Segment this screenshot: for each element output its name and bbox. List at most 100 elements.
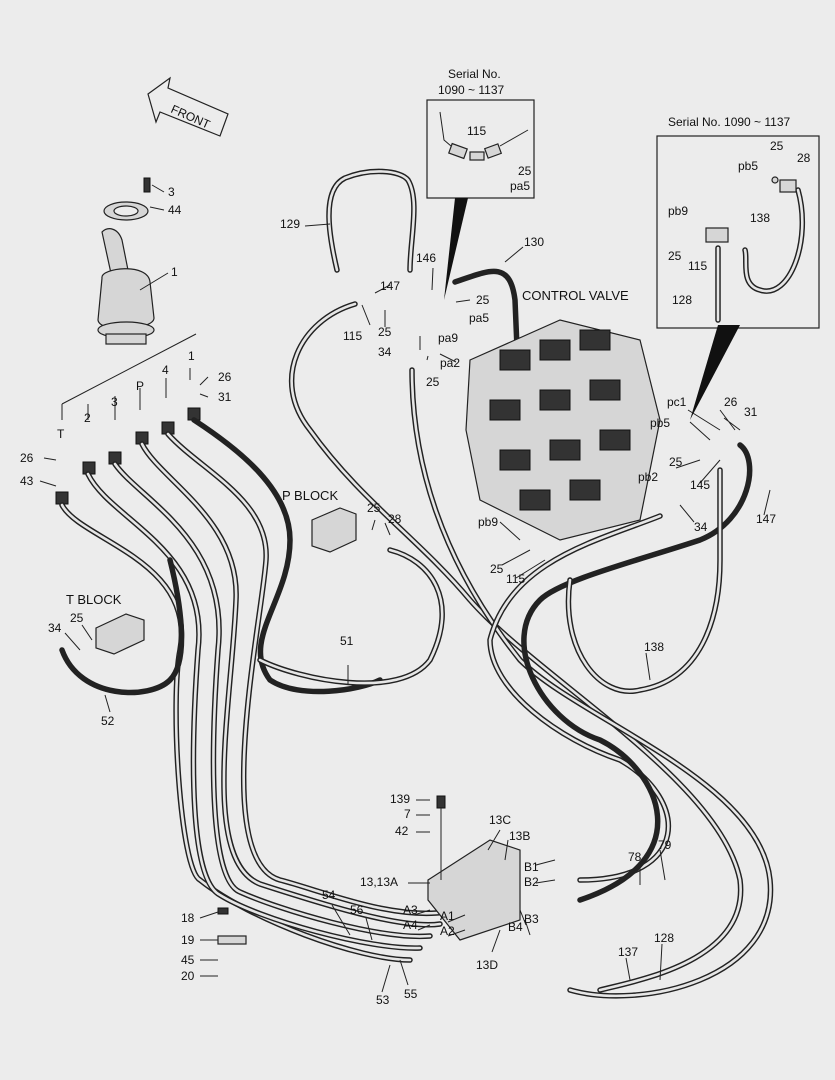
callout-51: 51 [340,634,354,648]
port-label-t: T [57,427,65,441]
callout-labels: 3 44 1 129 146 130 147 25 pa5 115 25 pa9… [20,185,776,1007]
port-label-p: P [136,379,144,393]
callout-13-13a: 13,13A [360,875,398,889]
callout-147a: 147 [380,279,400,293]
callout-b1: B1 [524,860,539,874]
port-label-2: 2 [84,411,91,425]
callout-34a: 34 [378,345,392,359]
callout-pb5: pb5 [650,416,670,430]
callout-18: 18 [181,911,195,925]
callout-7: 7 [404,807,411,821]
callout-115a: 115 [343,329,362,343]
inset-1-label-pa5: pa5 [510,179,530,193]
callout-31b: 31 [744,405,758,419]
callout-1: 1 [171,265,178,279]
callout-52: 52 [101,714,115,728]
callout-pa5: pa5 [469,311,489,325]
callout-19: 19 [181,933,195,947]
inset-1-title-line-2: 1090 ~ 1137 [438,83,505,97]
callout-137: 137 [618,945,638,959]
callout-128: 128 [654,931,674,945]
inset-1-label-25: 25 [518,164,532,178]
callout-25g: 25 [70,611,84,625]
callout-139: 139 [390,792,410,806]
callout-56: 56 [350,903,364,917]
joystick-lever [97,177,155,345]
callout-138: 138 [644,640,664,654]
callout-25f: 25 [367,501,381,515]
callout-a3: A3 [403,903,418,917]
callout-79: 79 [658,838,672,852]
inset-2-label-25a: 25 [770,139,784,153]
callout-26c: 26 [724,395,738,409]
callout-13b: 13B [509,829,530,843]
solenoid-block [217,795,521,945]
p-block-heading: P BLOCK [282,488,338,503]
callout-28: 28 [388,512,402,526]
callout-20: 20 [181,969,195,983]
callout-pc1: pc1 [667,395,687,409]
callout-b2: B2 [524,875,539,889]
callout-13c: 13C [489,813,511,827]
callout-78: 78 [628,850,642,864]
inset-2-label-28: 28 [797,151,811,165]
callout-pb9: pb9 [478,515,498,529]
front-arrow: FRONT [147,76,229,137]
callout-b3: B3 [524,912,539,926]
callout-b4: B4 [508,920,523,934]
inset-box-1: Serial No. 1090 ~ 1137 115 25 pa5 [426,67,535,300]
callout-25d: 25 [669,455,683,469]
callout-130: 130 [524,235,544,249]
t-block: T BLOCK [66,592,145,655]
callout-43: 43 [20,474,34,488]
port-rail: T 2 3 P 4 1 [57,333,197,441]
callout-a1: A1 [440,909,455,923]
callout-a4: A4 [403,918,418,932]
inset-2-label-115: 115 [688,259,707,273]
inset-2-label-25b: 25 [668,249,682,263]
leader-lines [39,184,771,993]
callout-44: 44 [168,203,182,217]
callout-pa2: pa2 [440,356,460,370]
callout-25b: 25 [378,325,392,339]
callout-129: 129 [280,217,300,231]
callout-26a: 26 [218,370,232,384]
inset-2-label-pb5: pb5 [738,159,758,173]
callout-55: 55 [404,987,418,1001]
inset-2-label-pb9: pb9 [668,204,688,218]
inset-1-title-line-1: Serial No. [448,67,501,81]
inset-2-label-128: 128 [672,293,692,307]
callout-a2: A2 [440,924,455,938]
callout-25a: 25 [476,293,490,307]
callout-31a: 31 [218,390,232,404]
callout-42: 42 [395,824,409,838]
hose-bundle [59,168,774,999]
callout-53: 53 [376,993,390,1007]
port-label-1: 1 [188,349,195,363]
callout-3: 3 [168,185,175,199]
callout-145: 145 [690,478,710,492]
port-label-4: 4 [162,363,169,377]
inset-1-label-115: 115 [467,124,486,138]
callout-45: 45 [181,953,195,967]
callout-146: 146 [416,251,436,265]
inset-box-2: Serial No. 1090 ~ 1137 25 pb5 28 pb9 138… [656,115,820,420]
control-valve: CONTROL VALVE [465,288,661,541]
port-label-3: 3 [111,395,118,409]
callout-54: 54 [322,888,336,902]
t-block-heading: T BLOCK [66,592,122,607]
callout-34c: 34 [48,621,62,635]
callout-25e: 25 [490,562,504,576]
callout-13d: 13D [476,958,498,972]
callout-pa9: pa9 [438,331,458,345]
callout-147b: 147 [756,512,776,526]
callout-34b: 34 [694,520,708,534]
control-valve-heading: CONTROL VALVE [522,288,629,303]
callout-25c: 25 [426,375,440,389]
callout-26b: 26 [20,451,34,465]
callout-115b: 115 [506,572,525,586]
p-block: P BLOCK [282,488,357,553]
inset-2-title: Serial No. 1090 ~ 1137 [668,115,791,129]
